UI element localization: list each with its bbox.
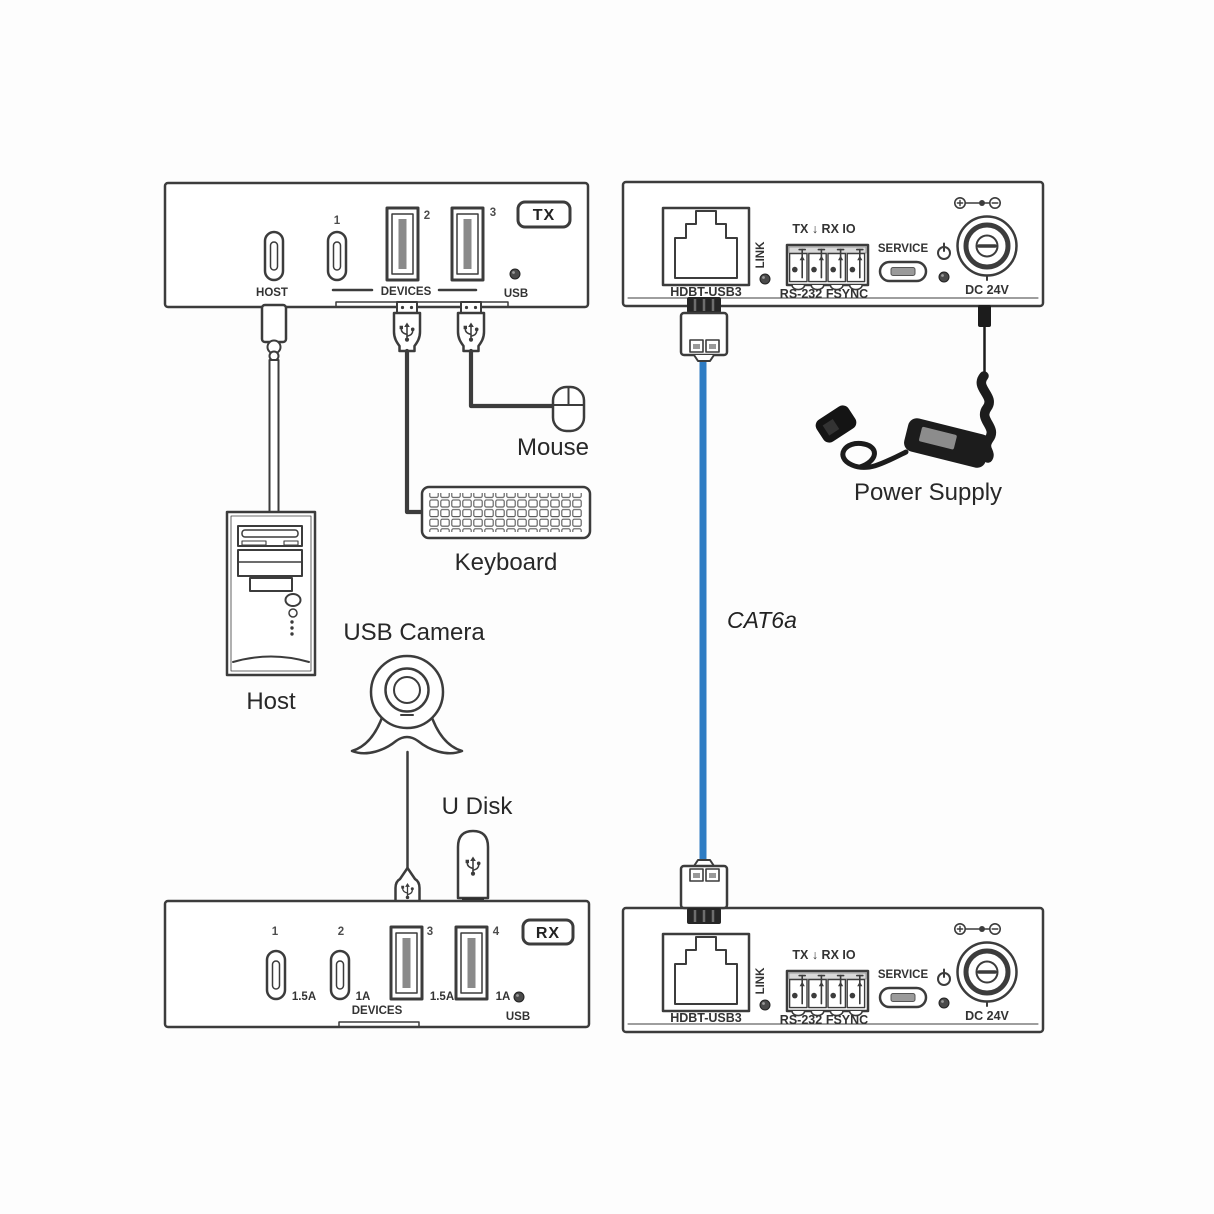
usb-camera-label: USB Camera [343,619,485,646]
rx-badge: RX [521,918,575,946]
keyboard [420,485,592,540]
rx-device-port-2-usbc [329,949,351,1001]
rx-port-1-number: 1 [272,926,279,938]
hdbt-top-link-label: LINK [755,241,767,269]
rx-port-4-number: 4 [493,926,500,938]
tx-device-port-3-usba [450,206,485,282]
rx-devices-label: DEVICES [352,1005,403,1017]
tx-devices-label: DEVICES [381,286,432,298]
tx-host-usbc-port [263,230,285,282]
keyboard-cable [404,348,425,515]
tx-port-2-number: 2 [424,210,430,222]
tx-badge-label: TX [533,207,555,224]
hdbt-bottom-io-header: TX ↓ RX IO [792,948,855,962]
hdbt-top-io-header: TX ↓ RX IO [792,222,855,236]
tx-port-1-number: 1 [334,215,341,227]
usb-camera [350,654,464,755]
hdbt-top-dc-label: DC 24V [965,283,1009,297]
hdbt-bottom-dc-label: DC 24V [965,1009,1009,1023]
host-cable [268,359,280,513]
power-supply-label: Power Supply [854,479,1002,506]
rx-device-port-3-usba [389,925,424,1001]
hdbt-bottom-link-label: LINK [755,967,767,995]
hdbt-bottom-fsync-label: FSYNC [826,1013,868,1027]
rx-port-2-number: 2 [338,926,344,938]
mouse-usb-plug [458,302,484,351]
tx-usb-led-label: USB [504,288,528,300]
hdbt-bottom-service-label: SERVICE [878,969,929,981]
hdbt-unit-top: HDBT-USB3 LINK TX ↓ RX IO RS-232 FSYNC S… [623,182,1043,306]
rx-usb-led [513,991,525,1003]
mouse [551,385,586,433]
tx-host-label: HOST [256,287,288,299]
rx-usb-led-label: USB [506,1011,530,1023]
rj45-plug-bottom [679,859,729,924]
tx-device-port-2-usba [385,206,420,282]
rx-extender-unit: 1 2 3 4 1.5A 1A 1.5A 1A DEVICES USB RX [163,899,591,1029]
tx-usb-led [509,268,521,280]
rx-port-4-current: 1A [496,991,511,1003]
hdbt-top-service-label: SERVICE [878,243,929,255]
mouse-cable [468,348,556,409]
rx-port-2-current: 1A [356,991,371,1003]
hdbt-top-rj45-label: HDBT-USB3 [670,285,742,299]
tx-bottom-groove [335,301,509,308]
rx-badge-label: RX [536,925,560,942]
hdbt-unit-bottom: HDBT-USB3 LINK TX ↓ RX IO RS-232 FSYNC S… [623,908,1043,1032]
power-supply [815,305,996,470]
host-label: Host [246,688,296,715]
tx-badge: TX [516,200,572,229]
rx-device-port-1-usbc [265,949,287,1001]
mouse-label: Mouse [517,434,589,461]
cat6a-label: CAT6a [727,607,797,633]
rx-port-3-number: 3 [427,926,433,938]
tx-device-port-1-usbc [326,230,348,282]
hdbt-bottom-rs232-label: RS-232 [780,1013,822,1027]
rx-bottom-groove [338,1021,420,1028]
rx-port-3-current: 1.5A [430,991,454,1003]
tx-port-3-number: 3 [490,207,496,219]
rj45-plug-top [679,297,729,362]
hdbt-top-fsync-label: FSYNC [826,287,868,301]
u-disk-label: U Disk [442,793,514,820]
host-pc-tower [225,510,317,677]
keyboard-label: Keyboard [455,549,558,576]
rx-device-port-4-usba [454,925,489,1001]
keyboard-usb-plug [394,302,420,351]
hdbt-top-rs232-label: RS-232 [780,287,822,301]
tx-extender-unit: 1 2 3 HOST DEVICES USB TX [163,181,590,309]
host-usbc-plug-cable [260,303,288,513]
rx-port-1-current: 1.5A [292,991,316,1003]
hdbt-bottom-rj45-label: HDBT-USB3 [670,1011,742,1025]
